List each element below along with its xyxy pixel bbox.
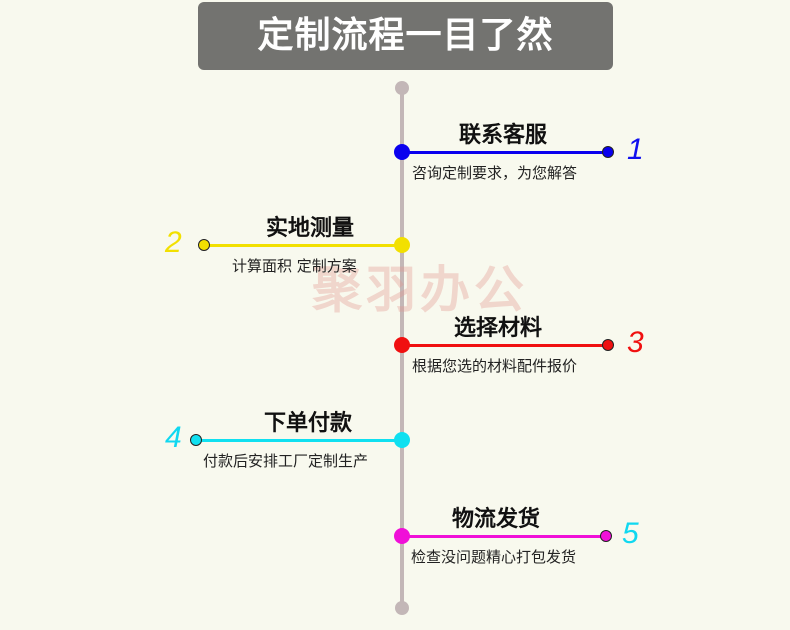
step-node-dot [394, 144, 410, 160]
step-number: 5 [622, 517, 639, 550]
step-node-dot [394, 337, 410, 353]
step-number: 3 [627, 326, 644, 359]
step-end-dot [600, 530, 612, 542]
step-node-dot [394, 237, 410, 253]
step-number: 2 [165, 226, 182, 259]
step-description: 检查没问题精心打包发货 [411, 548, 577, 566]
step-description: 计算面积 定制方案 [232, 257, 357, 275]
step-description: 付款后安排工厂定制生产 [203, 452, 369, 470]
step-end-dot [198, 239, 210, 251]
step-connector-line [402, 344, 608, 347]
step-label: 物流发货 [451, 507, 540, 532]
watermark: 聚羽办公 [312, 260, 528, 319]
step-label: 选择材料 [453, 316, 542, 341]
step-description: 根据您选的材料配件报价 [412, 357, 578, 375]
step-connector-line [204, 244, 402, 247]
step-number: 4 [165, 421, 182, 454]
step-connector-line [402, 535, 606, 538]
step-node-dot [394, 432, 410, 448]
step-connector-line [402, 151, 608, 154]
timeline-start-dot [395, 81, 409, 95]
step-label: 下单付款 [263, 411, 352, 436]
page-title: 定制流程一目了然 [198, 2, 613, 70]
step-label: 联系客服 [458, 123, 547, 148]
step-end-dot [602, 146, 614, 158]
step-connector-line [196, 439, 402, 442]
step-description: 咨询定制要求，为您解答 [412, 164, 578, 182]
step-number: 1 [627, 133, 644, 166]
step-label: 实地测量 [265, 216, 354, 241]
step-end-dot [602, 339, 614, 351]
step-node-dot [394, 528, 410, 544]
step-end-dot [190, 434, 202, 446]
timeline-end-dot [395, 601, 409, 615]
